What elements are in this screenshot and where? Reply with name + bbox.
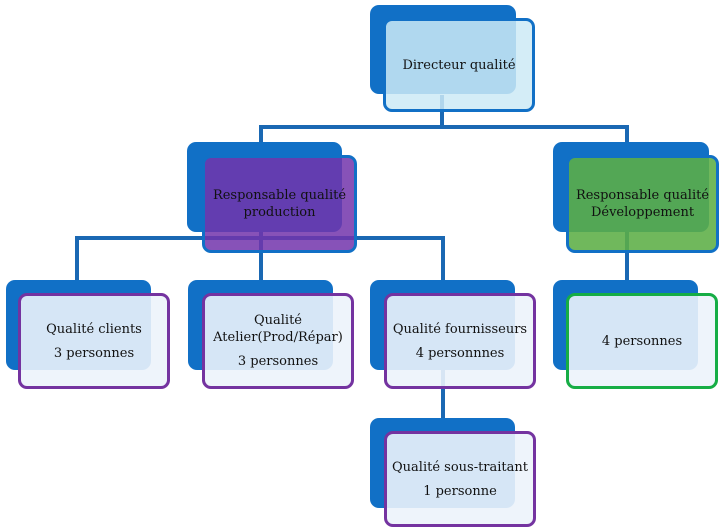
connector-director-vertical	[440, 95, 444, 129]
node-box: Directeur qualité	[383, 18, 535, 112]
connector-soustraitant-vertical	[441, 370, 445, 420]
team-name: Qualité clients	[46, 321, 142, 337]
node-box: Responsable qualité Développement	[566, 155, 719, 253]
team-name: Qualité fournisseurs	[392, 321, 528, 337]
node-box: Qualité sous-traitant 1 personne	[384, 431, 536, 527]
team-count: 4 personnes	[601, 333, 683, 349]
team-name: Qualité sous-traitant	[392, 459, 528, 475]
node-box: Qualité clients 3 personnes	[18, 293, 170, 389]
connector-development-drop	[625, 125, 629, 143]
connector-level1-horizontal	[259, 125, 629, 129]
node-label-line2: production	[243, 205, 316, 220]
node-label-line1: Responsable qualité	[575, 188, 710, 203]
connector-production-drop	[259, 125, 263, 143]
connector-development-vertical	[625, 232, 629, 281]
node-label-line1: Responsable qualité	[212, 188, 347, 203]
team-name-line1: Qualité	[253, 313, 302, 328]
node-label: Directeur qualité	[402, 57, 516, 73]
connector-atelier-drop	[259, 236, 263, 281]
team-count: 4 personnnes	[415, 345, 505, 361]
node-box: 4 personnes	[566, 293, 718, 389]
node-box: Responsable qualité production	[202, 155, 357, 253]
node-label-line2: Développement	[590, 205, 695, 220]
connector-fournisseurs-drop	[441, 236, 445, 281]
connector-clients-drop	[75, 236, 79, 281]
team-count: 3 personnes	[53, 345, 135, 361]
node-box: Qualité Atelier(Prod/Répar) 3 personnes	[202, 293, 354, 389]
team-name-line2: Atelier(Prod/Répar)	[213, 330, 343, 345]
team-count: 3 personnes	[237, 354, 319, 369]
team-count: 1 personne	[423, 483, 497, 499]
node-box: Qualité fournisseurs 4 personnnes	[384, 293, 536, 389]
